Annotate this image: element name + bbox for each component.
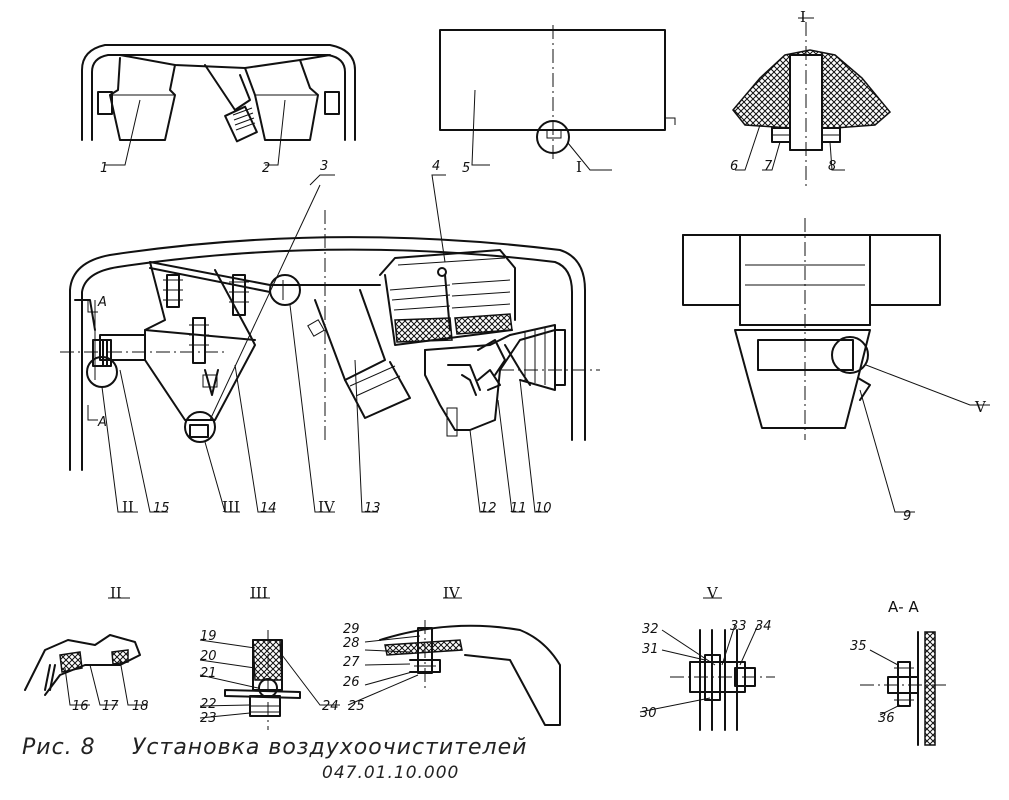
callout-33: 33 xyxy=(730,619,747,634)
callout-17: 17 xyxy=(102,699,119,714)
view-label-V-ref: V xyxy=(974,398,987,416)
callout-27: 27 xyxy=(343,655,360,670)
callout-29: 29 xyxy=(343,622,360,637)
view-label-V: V xyxy=(706,584,719,602)
callout-1: 1 xyxy=(100,161,108,176)
callout-14: 14 xyxy=(260,501,277,516)
callout-10: 10 xyxy=(535,501,552,516)
section-mark-A-top: А xyxy=(97,295,107,310)
callout-35: 35 xyxy=(850,639,867,654)
callout-16: 16 xyxy=(72,699,89,714)
callout-numbers: 1 2 3 4 5 6 7 8 9 10 11 12 13 14 15 16 1… xyxy=(72,159,911,726)
callout-6: 6 xyxy=(730,159,738,174)
detail-III xyxy=(224,630,301,730)
callout-2: 2 xyxy=(262,161,270,176)
callout-8: 8 xyxy=(828,159,836,174)
top-rect-view xyxy=(439,25,676,171)
callout-5: 5 xyxy=(462,161,470,176)
figure-caption: Рис. 8 Установка воздухоочистителей 047.… xyxy=(22,735,527,783)
callout-25: 25 xyxy=(348,699,365,714)
callout-34: 34 xyxy=(755,619,772,634)
callout-12: 12 xyxy=(480,501,497,516)
callout-15: 15 xyxy=(153,501,170,516)
top-small-view xyxy=(81,44,356,143)
callout-19: 19 xyxy=(200,629,217,644)
view-labels: I I II III IV V V II III IV А- А А А xyxy=(97,8,987,616)
right-mid-view xyxy=(682,218,990,513)
callout-4: 4 xyxy=(432,159,440,174)
callout-30: 30 xyxy=(640,706,657,721)
callout-32: 32 xyxy=(642,622,659,637)
view-label-section-AA: А- А xyxy=(888,598,919,616)
view-label-IV-ref: IV xyxy=(318,498,336,516)
view-label-III: III xyxy=(250,584,268,602)
callout-18: 18 xyxy=(132,699,149,714)
callout-3: 3 xyxy=(320,159,328,174)
callout-22: 22 xyxy=(200,697,217,712)
callout-9: 9 xyxy=(903,509,911,524)
view-label-IV: IV xyxy=(443,584,461,602)
section-AA xyxy=(860,631,950,746)
caption-title: Установка воздухоочистителей xyxy=(132,735,527,760)
caption-drawing-code: 047.01.10.000 xyxy=(322,763,459,783)
view-label-III-ref: III xyxy=(222,498,240,516)
main-assembly-view xyxy=(60,210,600,471)
detail-I xyxy=(732,22,892,190)
callout-26: 26 xyxy=(343,675,360,690)
callout-21: 21 xyxy=(200,666,217,681)
view-label-I: I xyxy=(800,8,806,26)
callout-28: 28 xyxy=(343,636,360,651)
callout-20: 20 xyxy=(200,649,217,664)
view-label-I-ref: I xyxy=(576,158,582,176)
callout-23: 23 xyxy=(200,711,217,726)
detail-V xyxy=(670,629,775,731)
callout-7: 7 xyxy=(764,159,773,174)
section-mark-A-bottom: А xyxy=(97,415,107,430)
view-label-II-ref: II xyxy=(122,498,134,516)
view-label-II: II xyxy=(110,584,122,602)
callout-36: 36 xyxy=(878,711,895,726)
callout-31: 31 xyxy=(642,642,659,657)
callout-11: 11 xyxy=(510,501,527,516)
detail-II xyxy=(24,634,141,696)
leader-lines xyxy=(64,17,901,719)
callout-24: 24 xyxy=(322,699,339,714)
detail-IV xyxy=(379,620,561,726)
caption-figure-number: Рис. 8 xyxy=(22,735,96,760)
callout-13: 13 xyxy=(364,501,381,516)
